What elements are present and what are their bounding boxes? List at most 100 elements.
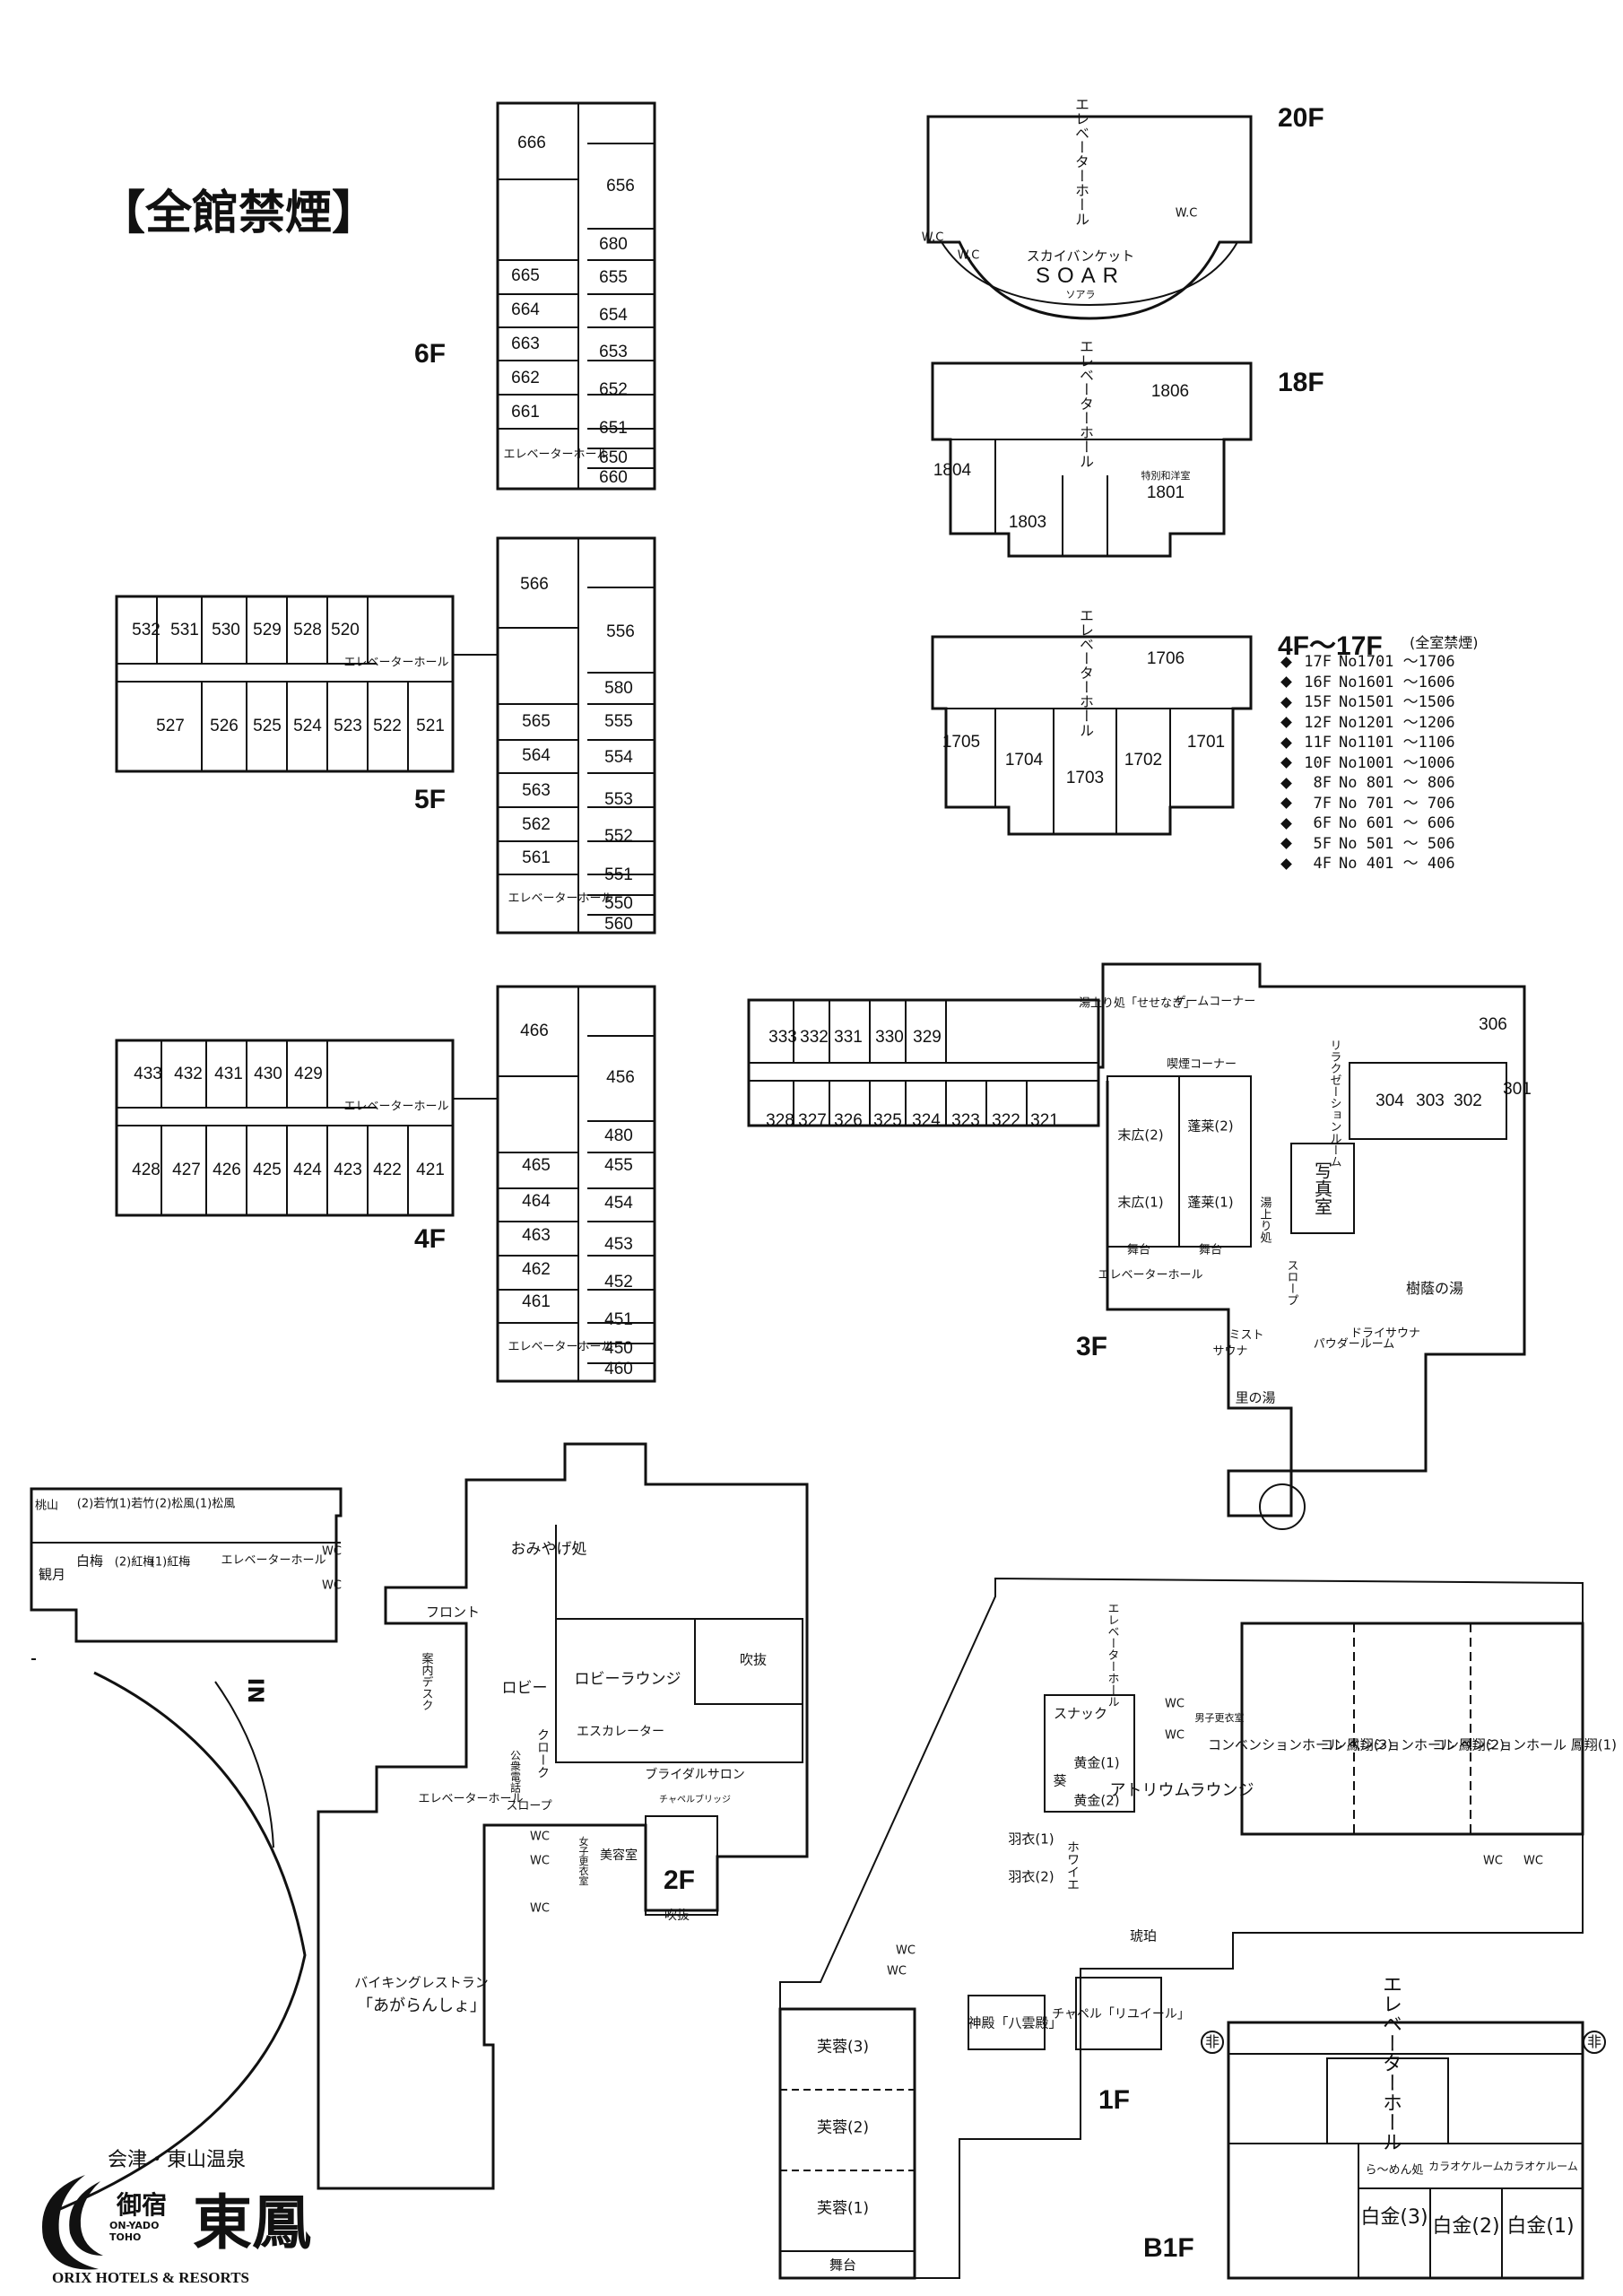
room-665: 665 xyxy=(511,266,540,285)
wc-20f-right: W.C xyxy=(1175,206,1198,221)
room-hagoromo-1: 羽衣(1) xyxy=(1008,1831,1055,1848)
room-1702: 1702 xyxy=(1124,751,1163,770)
wc-1f-2: WC xyxy=(1165,1728,1185,1743)
diamond-icon xyxy=(1280,857,1292,870)
ladies-changing-room: 女子更衣室 xyxy=(577,1836,589,1886)
room-531: 531 xyxy=(170,621,199,639)
bath-sato: 里の湯 xyxy=(1235,1389,1276,1406)
room-430: 430 xyxy=(254,1065,282,1083)
room-422: 422 xyxy=(373,1161,402,1179)
room-429: 429 xyxy=(294,1065,323,1083)
room-302: 302 xyxy=(1454,1091,1482,1110)
room-566: 566 xyxy=(520,575,549,594)
floor-label-5f: 5F xyxy=(414,785,447,814)
smoking-corner: 喫煙コーナー xyxy=(1166,1057,1237,1072)
room-426: 426 xyxy=(213,1161,241,1179)
elevator-hall-2f-west: エレベーターホール xyxy=(221,1553,326,1568)
floor-label-b1f: B1F xyxy=(1143,2233,1194,2263)
room-424: 424 xyxy=(293,1161,322,1179)
room-660: 660 xyxy=(599,468,628,487)
room-301: 301 xyxy=(1503,1080,1532,1099)
diamond-icon xyxy=(1280,817,1292,830)
room-522: 522 xyxy=(373,717,402,735)
convention-hall-1: コンベンションホール 鳳翔(1) xyxy=(1431,1736,1618,1753)
front-desk: フロント xyxy=(425,1604,481,1621)
room-580: 580 xyxy=(604,679,633,698)
shrine-yakumoden: 神殿「八雲殿」 xyxy=(968,2014,1063,2031)
buffet-restaurant: バイキングレストラン xyxy=(354,1974,489,1991)
sauna: サウナ xyxy=(1212,1344,1248,1359)
room-1706: 1706 xyxy=(1146,649,1185,668)
suehiro-1: 末広(1) xyxy=(1117,1194,1164,1211)
restaurant-agaransho: 「あがらんしょ」 xyxy=(357,1996,486,2015)
wc-2f-west-1: WC xyxy=(322,1544,342,1559)
room-327: 327 xyxy=(798,1111,827,1130)
mens-changing-room: 男子更衣室 xyxy=(1194,1712,1245,1724)
snack-bar: スナック xyxy=(1053,1705,1108,1722)
diamond-icon xyxy=(1280,838,1292,850)
room-aoi: 葵 xyxy=(1053,1772,1067,1789)
diamond-icon xyxy=(1280,777,1292,789)
room-655: 655 xyxy=(599,268,628,287)
room-wakatake-2: (2)若竹 xyxy=(76,1497,117,1511)
wc-1f-1: WC xyxy=(1165,1697,1185,1711)
chapel-reuile: チャペル「リユイール」 xyxy=(1052,2007,1190,2022)
room-565: 565 xyxy=(522,712,551,731)
room-532: 532 xyxy=(132,621,161,639)
room-553: 553 xyxy=(604,790,633,809)
room-527: 527 xyxy=(156,717,185,735)
relaxation-room: リラクゼーションルーム xyxy=(1327,1039,1341,1168)
page-title: 【全館禁煙】 xyxy=(99,187,379,240)
diamond-icon xyxy=(1280,676,1292,689)
room-450: 450 xyxy=(604,1339,633,1358)
room-321: 321 xyxy=(1030,1111,1059,1130)
diamond-icon xyxy=(1280,736,1292,749)
brand-name: 東鳳 xyxy=(193,2187,311,2257)
room-551: 551 xyxy=(604,865,633,884)
karaoke-room-1-label: カラオケルーム xyxy=(1503,2160,1578,2173)
room-427: 427 xyxy=(172,1161,201,1179)
room-530: 530 xyxy=(212,621,240,639)
wc-2f-west-2: WC xyxy=(322,1578,342,1593)
room-560: 560 xyxy=(604,915,633,934)
horai-1: 蓬莱(1) xyxy=(1187,1194,1234,1211)
room-hagoromo-2: 羽衣(2) xyxy=(1008,1868,1055,1885)
chapel-bridge: チャペルブリッジ xyxy=(659,1795,731,1805)
room-456: 456 xyxy=(606,1068,635,1087)
room-650: 650 xyxy=(599,448,628,467)
room-331: 331 xyxy=(834,1028,863,1047)
room-663: 663 xyxy=(511,335,540,353)
room-326: 326 xyxy=(834,1111,863,1130)
convention-hall-2: コンベンションホール 鳳翔(2) xyxy=(1319,1736,1506,1753)
karaoke-room-2-label: カラオケルーム xyxy=(1428,2160,1504,2173)
room-661: 661 xyxy=(511,403,540,422)
elevator-hall-4f-wing: エレベーターホール xyxy=(343,1100,449,1114)
room-562: 562 xyxy=(522,815,551,834)
information-desk: 案内デスク xyxy=(419,1652,433,1711)
room-322: 322 xyxy=(992,1111,1020,1130)
room-324: 324 xyxy=(912,1111,941,1130)
diamond-icon xyxy=(1280,757,1292,770)
brand-group: ORIX HOTELS & RESORTS xyxy=(52,2269,249,2286)
room-1803: 1803 xyxy=(1008,513,1047,532)
beauty-salon: 美容室 xyxy=(600,1848,638,1863)
floor-note-no-smoking: (全室禁煙) xyxy=(1410,634,1479,651)
room-328: 328 xyxy=(766,1111,794,1130)
escalator: エスカレーター xyxy=(577,1725,664,1739)
elevator-hall-5f-wing: エレベーターホール xyxy=(343,656,449,670)
room-460: 460 xyxy=(604,1360,633,1378)
room-433: 433 xyxy=(134,1065,162,1083)
room-1806: 1806 xyxy=(1150,382,1190,401)
wc-1f-3: WC xyxy=(1483,1854,1503,1868)
room-480: 480 xyxy=(604,1126,633,1145)
wc-20f-left: W.C xyxy=(921,230,944,245)
room-561: 561 xyxy=(522,848,551,867)
elevator-hall-5f-tower: エレベーターホール xyxy=(508,891,613,906)
room-453: 453 xyxy=(604,1235,633,1254)
